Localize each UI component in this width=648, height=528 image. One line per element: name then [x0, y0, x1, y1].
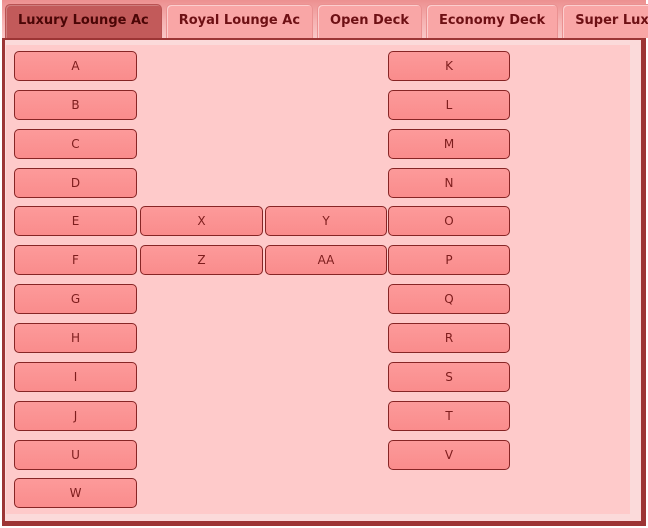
seat-button-i[interactable]: I	[14, 362, 137, 392]
seat-button-l[interactable]: L	[388, 90, 510, 120]
tab-economy-deck[interactable]: Economy Deck	[425, 4, 559, 38]
seat-button-y[interactable]: Y	[265, 206, 387, 236]
tab-open-deck[interactable]: Open Deck	[317, 4, 422, 38]
tab-luxury-lounge-ac[interactable]: Luxury Lounge Ac	[5, 4, 162, 38]
seat-button-e[interactable]: E	[14, 206, 137, 236]
seat-button-aa[interactable]: AA	[265, 245, 387, 275]
seat-button-c[interactable]: C	[14, 129, 137, 159]
seat-button-o[interactable]: O	[388, 206, 510, 236]
seat-button-u[interactable]: U	[14, 440, 137, 470]
seat-button-b[interactable]: B	[14, 90, 137, 120]
seat-button-j[interactable]: J	[14, 401, 137, 431]
seat-button-z[interactable]: Z	[140, 245, 263, 275]
seat-button-w[interactable]: W	[14, 478, 137, 508]
seat-button-d[interactable]: D	[14, 168, 137, 198]
seat-button-k[interactable]: K	[388, 51, 510, 81]
seat-button-v[interactable]: V	[388, 440, 510, 470]
seat-button-p[interactable]: P	[388, 245, 510, 275]
seat-button-m[interactable]: M	[388, 129, 510, 159]
seat-button-s[interactable]: S	[388, 362, 510, 392]
tab-super-luxury-ac[interactable]: Super Luxury Ac	[562, 4, 648, 38]
seat-button-h[interactable]: H	[14, 323, 137, 353]
seat-button-f[interactable]: F	[14, 245, 137, 275]
seat-button-t[interactable]: T	[388, 401, 510, 431]
seat-button-a[interactable]: A	[14, 51, 137, 81]
seat-button-x[interactable]: X	[140, 206, 263, 236]
seat-button-q[interactable]: Q	[388, 284, 510, 314]
tab-royal-lounge-ac[interactable]: Royal Lounge Ac	[165, 4, 314, 38]
seat-button-n[interactable]: N	[388, 168, 510, 198]
seat-button-g[interactable]: G	[14, 284, 137, 314]
seat-button-r[interactable]: R	[388, 323, 510, 353]
